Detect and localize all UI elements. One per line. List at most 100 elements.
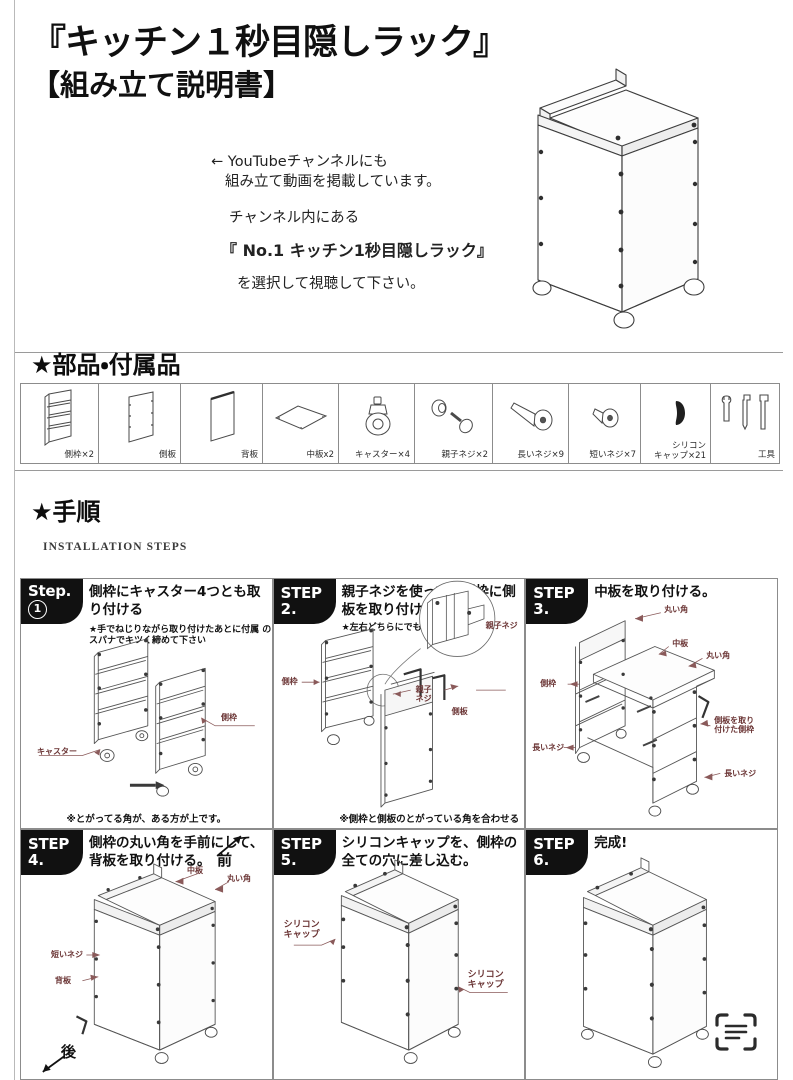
step-badge-3: STEP 3. xyxy=(526,579,589,624)
anno-round-corner: 丸い角 xyxy=(227,874,251,883)
step-badge-2: STEP 2. xyxy=(273,579,336,624)
middle-board-icon xyxy=(263,384,338,450)
step-number: 1 xyxy=(28,600,47,619)
steps-section-subtitle: INSTALLATION STEPS xyxy=(43,541,188,553)
anno-silicone-cap-left: シリコン キャップ xyxy=(283,920,320,940)
part-cell-parent-child-screw: 親子ネジ×2 xyxy=(415,384,493,463)
step-card-4: STEP 4. 側枠の丸い角を手前にして、背板を取り付ける。 xyxy=(20,829,273,1080)
youtube-note-line1: ← YouTubeチャンネルにも xyxy=(211,154,388,170)
youtube-note-line2: 組み立て動画を掲載しています。 xyxy=(225,174,441,190)
step-footnote: ※側枠と側板のとがっている角を合わせる xyxy=(339,814,520,825)
step-1-diagram xyxy=(38,638,255,797)
anno-round-corner-top: 丸い角 xyxy=(664,605,689,614)
page-right-margin xyxy=(782,0,793,1080)
side-frame-icon xyxy=(21,384,98,450)
step-badge-label: STEP xyxy=(533,583,575,602)
step-number: 3. xyxy=(533,599,550,618)
anno-side-frame: 側枠 xyxy=(540,679,557,688)
step-badge-label: Step. xyxy=(28,582,72,600)
part-cell-long-screw: 長いネジ×9 xyxy=(493,384,569,463)
step-card-5: STEP 5. シリコンキャップを、側枠の全ての穴に差し込む。 xyxy=(272,829,526,1080)
part-label: 側枠×2 xyxy=(64,450,94,460)
step-badge-label: STEP xyxy=(533,834,575,853)
part-label-line1: シリコン xyxy=(671,441,706,451)
anno-back: 後 xyxy=(61,1043,77,1061)
youtube-note-line3: チャンネル内にある xyxy=(229,210,360,226)
part-cell-back-panel: 背板 xyxy=(181,384,263,463)
step-footnote: ※とがってる角が、ある方が上です。 xyxy=(66,814,227,825)
page-left-margin xyxy=(0,0,15,1080)
part-label: 短いネジ×7 xyxy=(589,450,636,460)
step-3-diagram xyxy=(563,612,721,817)
step-5-diagram xyxy=(293,859,508,1064)
step-badge-6: STEP 6. xyxy=(526,830,589,875)
part-cell-side-frame: 側枠×2 xyxy=(21,384,99,463)
anno-side-frame: 側枠 xyxy=(281,677,298,686)
page-subtitle: 【組み立て説明書】 xyxy=(31,68,293,102)
step-badge-5: STEP 5. xyxy=(273,830,336,875)
anno-middle-board: 中板 xyxy=(187,866,203,875)
divider-above-steps xyxy=(15,470,783,471)
step-4-diagram xyxy=(42,835,242,1073)
part-label: 親子ネジ×2 xyxy=(441,450,488,460)
anno-side-panel: 側板 xyxy=(451,707,468,716)
step-heading: シリコンキャップを、側枠の全ての穴に差し込む。 xyxy=(341,835,518,869)
parent-child-screw-icon xyxy=(415,384,492,450)
step-number: 4. xyxy=(28,850,45,869)
part-label: 工具 xyxy=(757,450,775,460)
part-label: キャスター×4 xyxy=(354,450,410,460)
part-cell-short-screw: 短いネジ×7 xyxy=(569,384,641,463)
anno-silicone-cap-right: シリコン キャップ xyxy=(467,970,504,990)
step-number: 5. xyxy=(280,850,297,869)
anno-front: 前 xyxy=(217,851,233,869)
page-title: 『キッチン１秒目隠しラック』 xyxy=(31,23,508,63)
youtube-note: ← YouTubeチャンネルにも 組み立て動画を掲載しています。 チャンネル内に… xyxy=(211,152,511,294)
step-badge-1: Step. 1 xyxy=(21,579,83,624)
step-6-diagram xyxy=(581,857,710,1068)
step-number: 6. xyxy=(533,850,550,869)
part-label-line2: キャップ×21 xyxy=(654,450,706,461)
anno-side-frame: 側枠 xyxy=(221,713,237,722)
back-panel-icon xyxy=(181,384,262,450)
step-heading: 中板を取り付ける。 xyxy=(594,584,716,600)
anno-short-screw: 短いネジ xyxy=(51,950,83,959)
youtube-video-title: 『 No.1 キッチン1秒目隠しラック』 xyxy=(221,241,493,260)
parts-table: 側枠×2 側板 背板 中板x2 xyxy=(20,383,780,464)
anno-parent-child-screw-detail: 親子ネジ xyxy=(485,621,518,630)
part-cell-side-panel: 側板 xyxy=(99,384,181,463)
step-heading: 完成! xyxy=(594,835,628,851)
anno-parent-child-screw: 親子 ネジ xyxy=(415,685,432,703)
step-card-3: STEP 3. 中板を取り付ける。 xyxy=(525,578,778,829)
part-label: 背板 xyxy=(240,450,258,460)
step-number: 2. xyxy=(280,599,297,618)
step-badge-label: STEP xyxy=(28,834,70,853)
manual-sheet: 『キッチン１秒目隠しラック』 【組み立て説明書】 ← YouTubeチャンネルに… xyxy=(15,0,783,1080)
part-label: 中板x2 xyxy=(306,450,334,460)
step-2-diagram xyxy=(301,580,506,808)
anno-caster: キャスター xyxy=(37,747,77,756)
step-badge-label: STEP xyxy=(280,834,322,853)
anno-frame-with-panel: 側板を取り 付けた側枠 xyxy=(714,716,755,734)
step-badge-label: STEP xyxy=(280,583,322,602)
part-cell-tools: 工具 xyxy=(711,384,779,463)
parts-section-title: ★部品・付属品 xyxy=(31,351,181,379)
side-panel-icon xyxy=(99,384,180,450)
step-badge-4: STEP 4. xyxy=(21,830,83,875)
anno-long-screw-right: 長いネジ xyxy=(724,769,757,778)
short-screw-icon xyxy=(569,384,640,450)
anno-middle-board: 中板 xyxy=(672,639,689,648)
step-heading: 側枠にキャスター4つとも取り付ける xyxy=(89,584,261,618)
youtube-note-line5: を選択して視聴して下さい。 xyxy=(237,276,425,292)
anno-back-panel: 背板 xyxy=(55,976,71,985)
part-label: 側板 xyxy=(158,450,176,460)
step-heading: 側枠の丸い角を手前にして、背板を取り付ける。 xyxy=(89,835,264,869)
long-screw-icon xyxy=(493,384,568,450)
text-scan-icon[interactable] xyxy=(713,1011,759,1053)
step-card-6: STEP 6. 完成! xyxy=(525,829,778,1080)
part-label: 長いネジ×9 xyxy=(517,450,564,460)
step-card-2: STEP 2. 親子ネジを使って、側枠に側板を取り付ける。 ★左右どちらにでも取… xyxy=(272,578,526,829)
anno-long-screw-left: 長いネジ xyxy=(532,743,565,752)
divider-above-parts xyxy=(15,352,783,353)
caster-icon xyxy=(339,384,414,450)
